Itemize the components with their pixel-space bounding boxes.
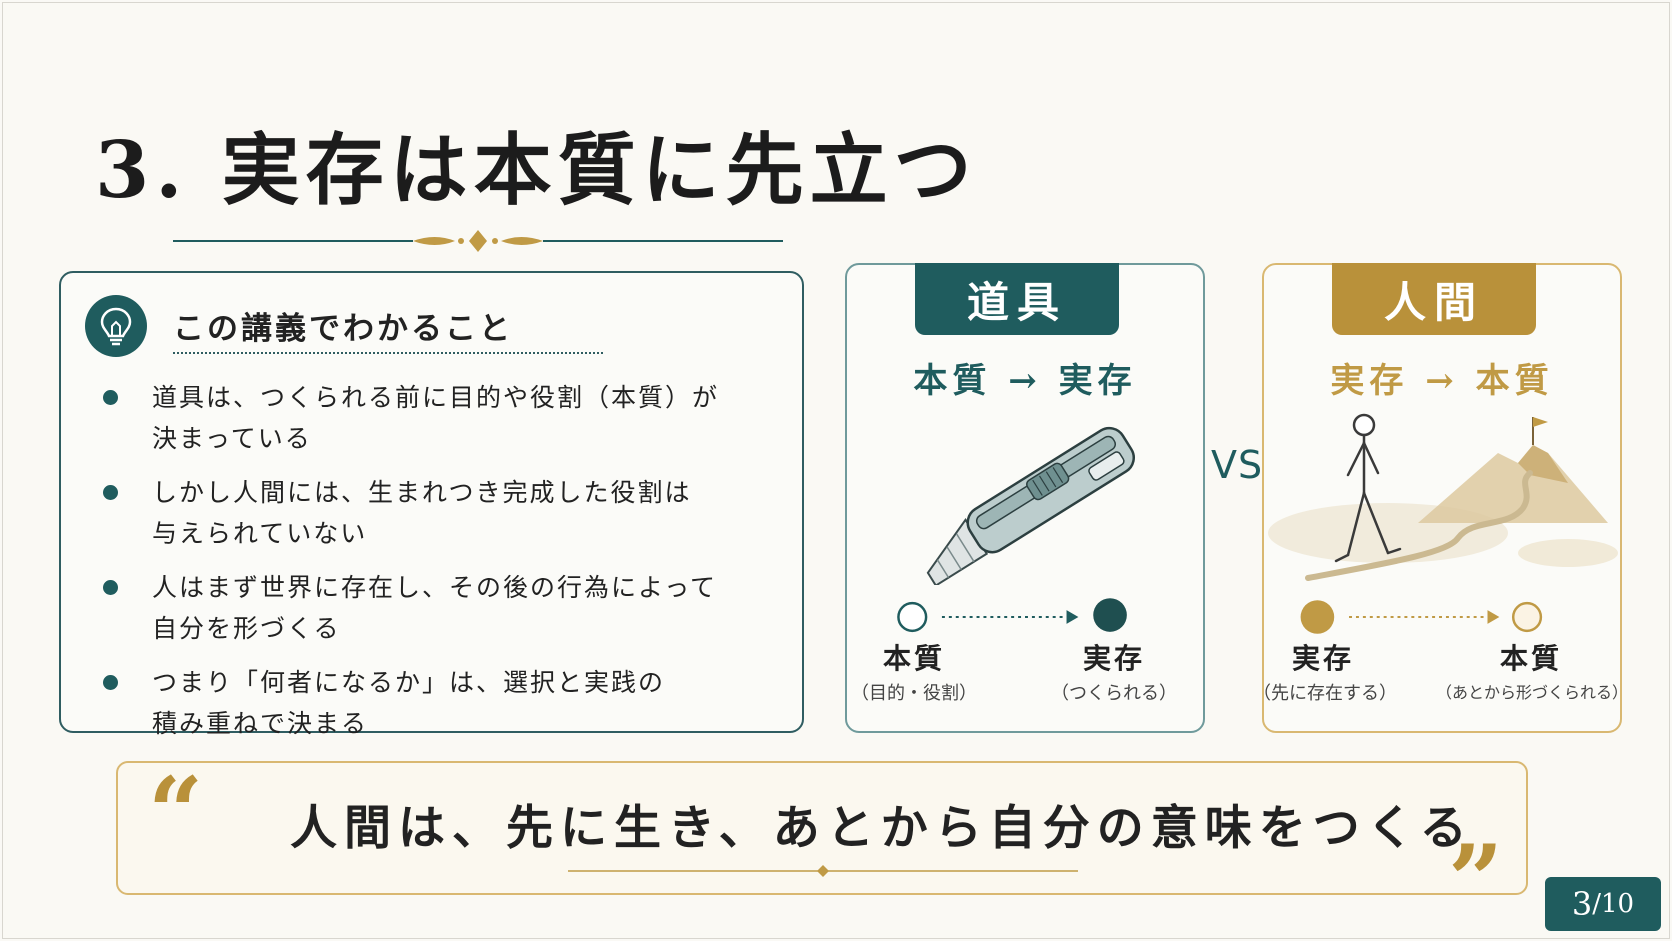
- list-item: しかし人間には、生まれつき完成した役割は与えられていない: [97, 472, 787, 554]
- bullet-text: 与えられていない: [152, 519, 368, 548]
- page-title: 3. 実存は本質に先立つ: [95, 125, 978, 216]
- tool-card-label: 道具: [915, 263, 1119, 335]
- list-item: 人はまず世界に存在し、その後の行為によって自分を形づくる: [97, 567, 787, 649]
- heading-underline: [173, 352, 603, 354]
- human-from-sublabel: （先に存在する）: [1253, 683, 1397, 704]
- page-total: /10: [1592, 889, 1635, 919]
- tool-to-label: 実存: [1082, 642, 1145, 675]
- quote-text: 人間は、先に生き、あとから自分の意味をつくる: [290, 801, 1474, 856]
- quote-box: “ 人間は、先に生き、あとから自分の意味をつくる ”: [116, 756, 1528, 929]
- human-card-label: 人間: [1332, 263, 1536, 335]
- bullet-dot: [103, 580, 118, 595]
- bullet-text: 積み重ねで決まる: [152, 709, 369, 738]
- bullet-text: しかし人間には、生まれつき完成した役割は: [152, 478, 692, 507]
- bullet-text: 自分を形づくる: [152, 614, 341, 643]
- tool-from-sublabel: （目的・役割）: [851, 683, 977, 704]
- bullet-dot: [103, 390, 118, 405]
- open-quote-mark: “: [148, 756, 204, 869]
- tool-card: 道具 本質 → 実存 本質 （目的・: [845, 263, 1205, 733]
- bullet-text: 道具は、つくられる前に目的や役割（本質）が: [152, 383, 720, 412]
- human-to-sublabel: （あとから形づくられる）: [1435, 683, 1628, 702]
- human-from-label: 実存: [1291, 642, 1354, 675]
- human-card-formula: 実存 → 本質: [1330, 361, 1554, 401]
- title-divider-ornament: [173, 230, 783, 252]
- utility-knife-icon: [926, 426, 1135, 585]
- bullet-dot: [103, 675, 118, 690]
- close-quote-mark: ”: [1448, 824, 1504, 937]
- walking-person-mountain-icon: [1268, 413, 1618, 581]
- bullet-list: 道具は、つくられる前に目的や役割（本質）が決まっている しかし人間には、生まれつ…: [97, 377, 787, 757]
- bullet-text: 人はまず世界に存在し、その後の行為によって: [152, 573, 718, 602]
- page-number-badge: 3/10: [1545, 877, 1661, 931]
- tool-from-label: 本質: [882, 642, 945, 675]
- tool-to-sublabel: （つくられる）: [1051, 683, 1177, 704]
- human-card: 人間 実存 → 本質: [1253, 263, 1628, 733]
- vs-label: VS: [1211, 443, 1264, 487]
- human-flow-arrow: [1300, 600, 1543, 634]
- tool-flow-arrow: [897, 598, 1127, 633]
- list-item: 道具は、つくられる前に目的や役割（本質）が決まっている: [97, 377, 787, 459]
- lightbulb-icon: [85, 295, 147, 357]
- quote-underline-ornament: [568, 865, 1078, 877]
- tool-card-formula: 本質 → 実存: [913, 361, 1137, 401]
- bullet-text: 決まっている: [152, 424, 312, 453]
- bullet-dot: [103, 485, 118, 500]
- bullet-text: つまり「何者になるか」は、選択と実践の: [152, 668, 666, 697]
- page-current: 3: [1571, 885, 1593, 923]
- panel-heading: この講義でわかること: [173, 311, 513, 347]
- human-to-label: 本質: [1499, 642, 1562, 675]
- list-item: つまり「何者になるか」は、選択と実践の積み重ねで決まる: [97, 662, 787, 744]
- learning-points-panel: この講義でわかること 道具は、つくられる前に目的や役割（本質）が決まっている し…: [59, 271, 804, 738]
